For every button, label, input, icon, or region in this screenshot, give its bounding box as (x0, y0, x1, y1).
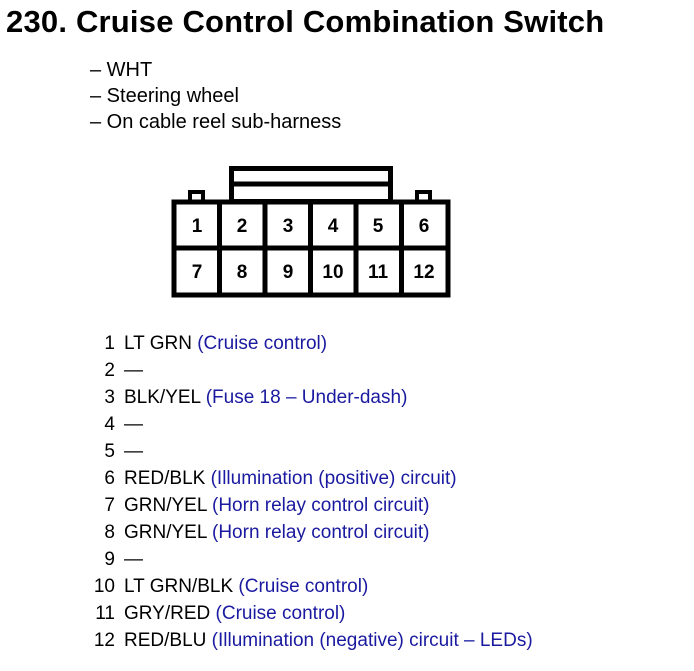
wire-pin-number: 12 (93, 630, 115, 651)
wire-row: 2— (0, 357, 694, 384)
pin-label: 2 (237, 216, 248, 237)
wire-pin-number: 8 (104, 522, 115, 543)
wire-pin-number: 6 (104, 468, 115, 489)
wire-row: 6 RED/BLK (Illumination (positive) circui… (0, 465, 694, 492)
wire-pin-number: 7 (104, 495, 115, 516)
wire-circuit: (Illumination (negative) circuit – LEDs) (211, 630, 533, 651)
wire-row: 4— (0, 411, 694, 438)
wire-pin-number: 5 (104, 441, 115, 462)
page-title: 230. Cruise Control Combination Switch (6, 4, 605, 39)
wire-row: 7 GRN/YEL (Horn relay control circuit) (0, 492, 694, 519)
wire-row: 8 GRN/YEL (Horn relay control circuit) (0, 519, 694, 546)
wire-color: — (124, 414, 143, 435)
wire-color: — (124, 360, 143, 381)
wire-row: 1 LT GRN (Cruise control) (0, 330, 694, 357)
wire-circuit: (Fuse 18 – Under-dash) (205, 387, 408, 408)
wire-color: — (124, 441, 143, 462)
wire-pin-number: 11 (95, 603, 115, 624)
wire-color: LT GRN (124, 333, 192, 354)
wire-row: 5— (0, 438, 694, 465)
pin-label: 3 (283, 216, 294, 237)
wire-row: 3 BLK/YEL (Fuse 18 – Under-dash) (0, 384, 694, 411)
pin-label: 12 (413, 262, 434, 283)
wire-row: 11 GRY/RED (Cruise control) (0, 600, 694, 627)
pin-label: 11 (368, 262, 389, 283)
pin-label: 5 (373, 216, 384, 237)
wire-circuit: (Cruise control) (197, 333, 328, 354)
wire-color: — (124, 549, 143, 570)
pin-label: 7 (192, 262, 203, 283)
wire-pin-number: 1 (104, 333, 115, 354)
note-harness: – On cable reel sub-harness (90, 111, 342, 133)
connector-diagram: 1 2 3 4 5 6 7 8 9 10 11 12 (171, 166, 451, 298)
wire-circuit: (Cruise control) (215, 603, 346, 624)
pin-label: 8 (237, 262, 248, 283)
wire-color: LT GRN/BLK (124, 576, 234, 597)
wire-color: GRN/YEL (124, 495, 207, 516)
wire-pin-number: 4 (104, 414, 115, 435)
wire-pin-number: 10 (93, 576, 115, 597)
wire-color: BLK/YEL (124, 387, 201, 408)
note-color: – WHT (90, 59, 153, 81)
wire-circuit: (Horn relay control circuit) (212, 522, 430, 543)
wire-circuit: (Horn relay control circuit) (212, 495, 430, 516)
wire-circuit: (Cruise control) (238, 576, 369, 597)
wire-circuit: (Illumination (positive) circuit) (210, 468, 457, 489)
pin-label: 6 (419, 216, 430, 237)
note-location: – Steering wheel (90, 85, 239, 107)
wire-row: 10 LT GRN/BLK (Cruise control) (0, 573, 694, 600)
wire-pin-number: 9 (104, 549, 115, 570)
pin-label: 10 (322, 262, 343, 283)
connector-notes: – WHT – Steering wheel – On cable reel s… (90, 57, 341, 135)
pin-label: 1 (192, 216, 203, 237)
wire-pin-number: 2 (104, 360, 115, 381)
wire-color: RED/BLK (124, 468, 206, 489)
wire-color: GRN/YEL (124, 522, 207, 543)
wire-color: RED/BLU (124, 630, 207, 651)
pin-label: 4 (328, 216, 339, 237)
wire-row: 9— (0, 546, 694, 573)
wire-color: GRY/RED (124, 603, 211, 624)
wire-row: 12 RED/BLU (Illumination (negative) circu… (0, 627, 694, 654)
pin-label: 9 (283, 262, 294, 283)
wire-pin-number: 3 (104, 387, 115, 408)
